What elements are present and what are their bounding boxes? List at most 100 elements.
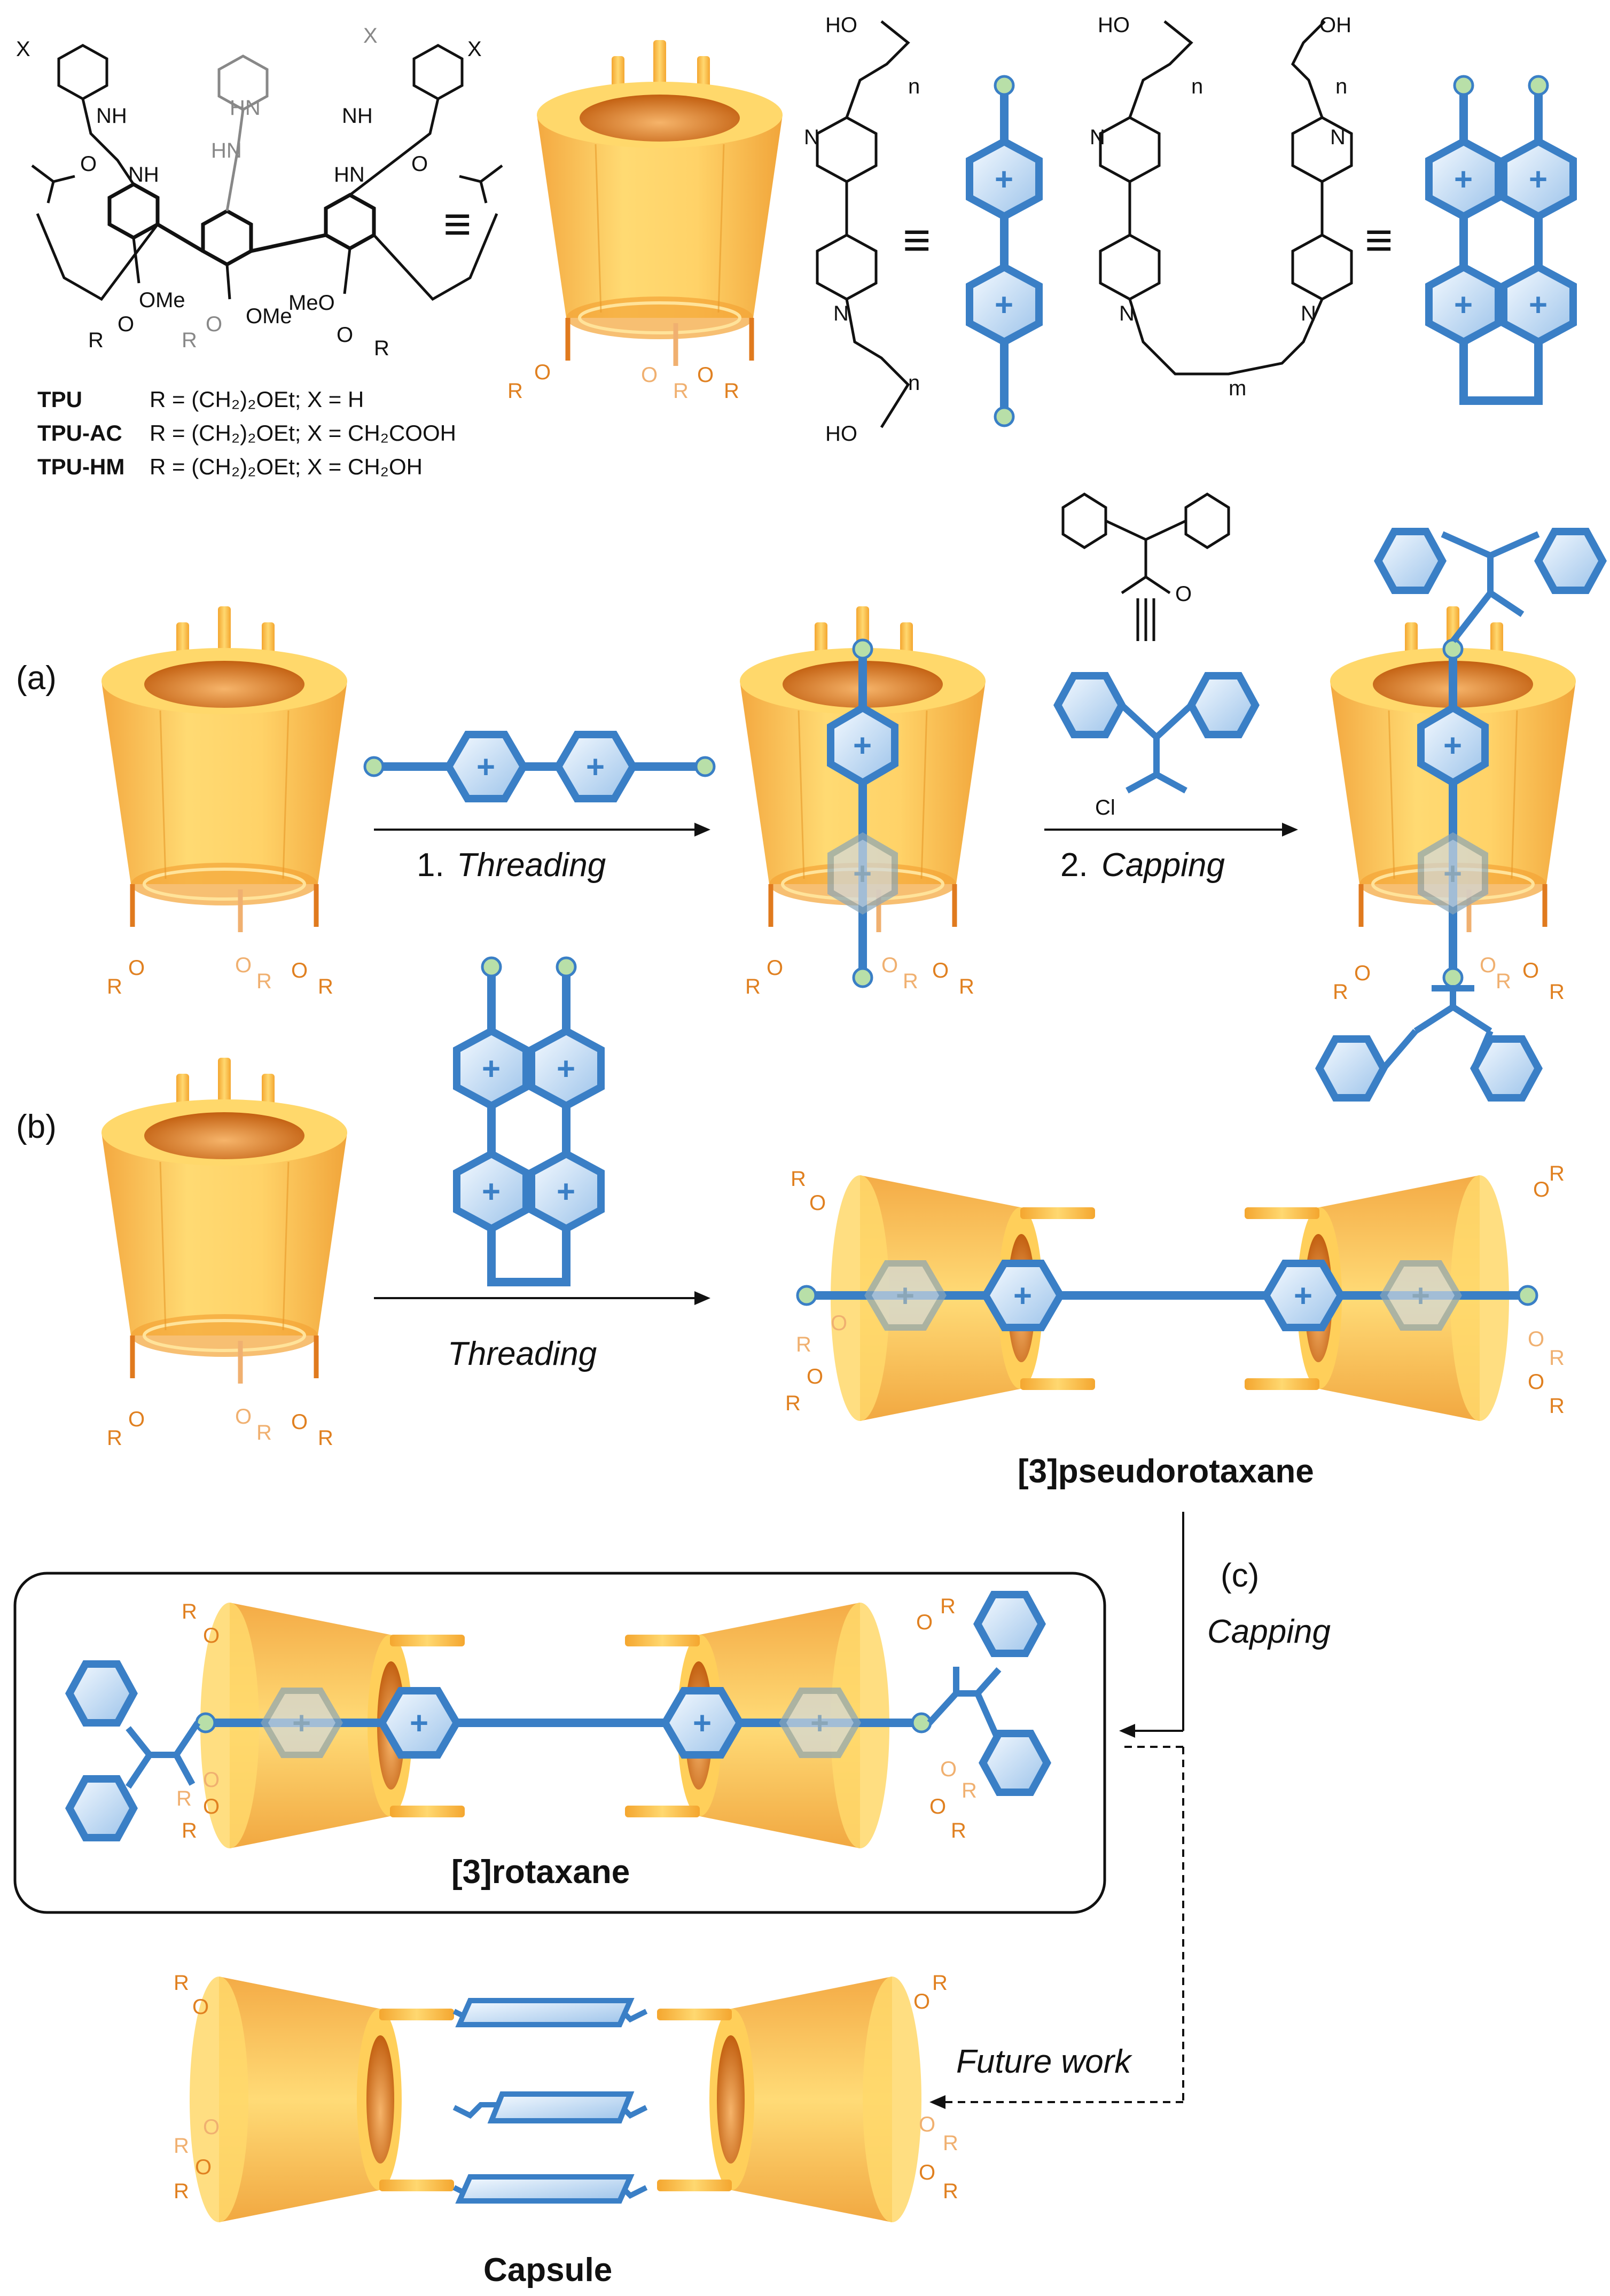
tpu-labels: X X X NH NH HN HN O O NH HN OMe OMe MeO … <box>16 24 482 360</box>
svg-text:O: O <box>767 956 783 980</box>
stopper-o: O <box>1175 582 1192 606</box>
panel-c-label: (c) <box>1221 1557 1259 1594</box>
rotaxane-label: [3]rotaxane <box>451 1854 630 1891</box>
a2-plus-1: + <box>853 728 872 763</box>
svg-text:n: n <box>908 371 920 395</box>
svg-text:O: O <box>411 152 428 176</box>
svg-text:O: O <box>831 1311 847 1335</box>
svg-text:HN: HN <box>211 139 242 162</box>
equiv-sign-3: ≡ <box>1365 214 1393 267</box>
axle-a-plus-1: + <box>476 749 495 785</box>
svg-text:O: O <box>337 323 353 347</box>
svg-text:HO: HO <box>1098 13 1130 37</box>
cavitand-cartoon-top <box>537 40 783 366</box>
pseudorotaxane <box>796 1175 1538 1421</box>
pseudorotaxane-label: [3]pseudorotaxane <box>1018 1453 1314 1490</box>
svg-text:O: O <box>1480 954 1496 977</box>
svg-text:O: O <box>1354 962 1371 985</box>
svg-text:O: O <box>807 1365 823 1388</box>
pseudo-plus-3: + <box>1294 1278 1312 1314</box>
svg-text:X: X <box>363 24 378 48</box>
rot-plus-3: + <box>693 1705 712 1741</box>
svg-text:O: O <box>940 1758 957 1781</box>
svg-text:OMe: OMe <box>246 304 292 328</box>
svg-text:N: N <box>833 302 849 325</box>
svg-text:O: O <box>916 1611 933 1634</box>
svg-text:R = (CH₂)₂OEt; X = H: R = (CH₂)₂OEt; X = H <box>150 387 364 412</box>
pseudo-plus-2: + <box>1013 1278 1032 1314</box>
svg-text:O: O <box>291 959 308 982</box>
svg-text:OH: OH <box>1319 13 1351 37</box>
rotaxane <box>65 1591 1051 1848</box>
rot-plus-2: + <box>410 1705 428 1741</box>
svg-text:R: R <box>1333 980 1348 1004</box>
capsule <box>190 1977 921 2222</box>
arrow-threading-head <box>694 823 710 837</box>
svg-text:O: O <box>1522 959 1539 982</box>
bis-axle-cartoon-top <box>1425 75 1577 405</box>
svg-text:O: O <box>641 363 658 387</box>
future-arrow-head <box>929 2095 945 2109</box>
cavitand-a3-ro: R O O R O R <box>1333 954 1565 1004</box>
axle-horizontal-a <box>363 731 716 802</box>
svg-text:O: O <box>697 363 714 387</box>
svg-text:O: O <box>1528 1370 1544 1394</box>
svg-text:R: R <box>940 1595 956 1618</box>
svg-text:HO: HO <box>825 422 857 446</box>
capped-axle-a3 <box>1315 528 1607 1102</box>
bis-plus-3: + <box>1529 161 1548 197</box>
svg-text:R: R <box>791 1167 806 1191</box>
svg-text:R: R <box>318 975 333 998</box>
viologen-structure <box>816 20 1353 428</box>
svg-text:O: O <box>809 1191 826 1215</box>
svg-text:n: n <box>908 75 920 98</box>
svg-text:O: O <box>919 2113 935 2136</box>
cavitand-a1 <box>101 606 347 932</box>
svg-text:O: O <box>118 313 134 336</box>
svg-text:N: N <box>1119 302 1135 325</box>
equiv-sign-1: ≡ <box>443 198 472 251</box>
svg-text:HN: HN <box>230 96 261 120</box>
svg-text:O: O <box>881 954 898 977</box>
svg-text:R: R <box>374 337 389 360</box>
svg-text:R: R <box>507 379 523 403</box>
svg-text:R = (CH₂)₂OEt; X = CH₂COOH: R = (CH₂)₂OEt; X = CH₂COOH <box>150 420 456 446</box>
a3-plus-1: + <box>1443 728 1462 763</box>
svg-text:MeO: MeO <box>288 291 335 315</box>
svg-text:O: O <box>203 1768 220 1792</box>
svg-text:R: R <box>785 1392 801 1415</box>
svg-text:O: O <box>291 1410 308 1434</box>
pseudo-plus-4: + <box>1411 1278 1430 1314</box>
svg-text:R: R <box>256 970 272 993</box>
svg-text:R: R <box>932 1971 948 1995</box>
cavitand-b1-ro: R O O R O R <box>107 1405 333 1450</box>
panel-b-label: (b) <box>16 1108 57 1145</box>
arrow-threading-b-head <box>694 1291 710 1305</box>
b-plus-3: + <box>557 1051 575 1087</box>
future-work-label: Future work <box>956 2043 1132 2080</box>
svg-text:O: O <box>128 956 145 980</box>
svg-text:O: O <box>534 361 551 384</box>
svg-text:R: R <box>88 329 104 352</box>
pseudo-ro-labels: R O O R O R O R O R O R <box>785 1162 1565 1418</box>
svg-text:R: R <box>1549 980 1565 1004</box>
cavitand-a1-ro: R O O R O R <box>107 954 333 998</box>
svg-text:TPU-HM: TPU-HM <box>37 454 124 479</box>
svg-text:R: R <box>962 1779 977 1802</box>
svg-text:O: O <box>192 1995 209 2019</box>
svg-text:R: R <box>176 1787 192 1810</box>
bis-plus-1: + <box>1454 161 1473 197</box>
svg-text:R: R <box>959 975 974 998</box>
blue-stopper-cl <box>1053 672 1260 794</box>
svg-text:O: O <box>932 959 949 982</box>
rot-plus-4: + <box>810 1705 829 1741</box>
b-plus-2: + <box>482 1174 501 1209</box>
svg-text:O: O <box>235 1405 252 1428</box>
svg-text:N: N <box>1301 302 1316 325</box>
panel-a-label: (a) <box>16 660 57 697</box>
svg-text:R: R <box>1549 1162 1565 1185</box>
rotaxane-ro-labels: R O O R O R O R O R O R <box>176 1595 977 1842</box>
threading-label: Threading <box>457 847 606 884</box>
svg-text:R: R <box>256 1421 272 1444</box>
